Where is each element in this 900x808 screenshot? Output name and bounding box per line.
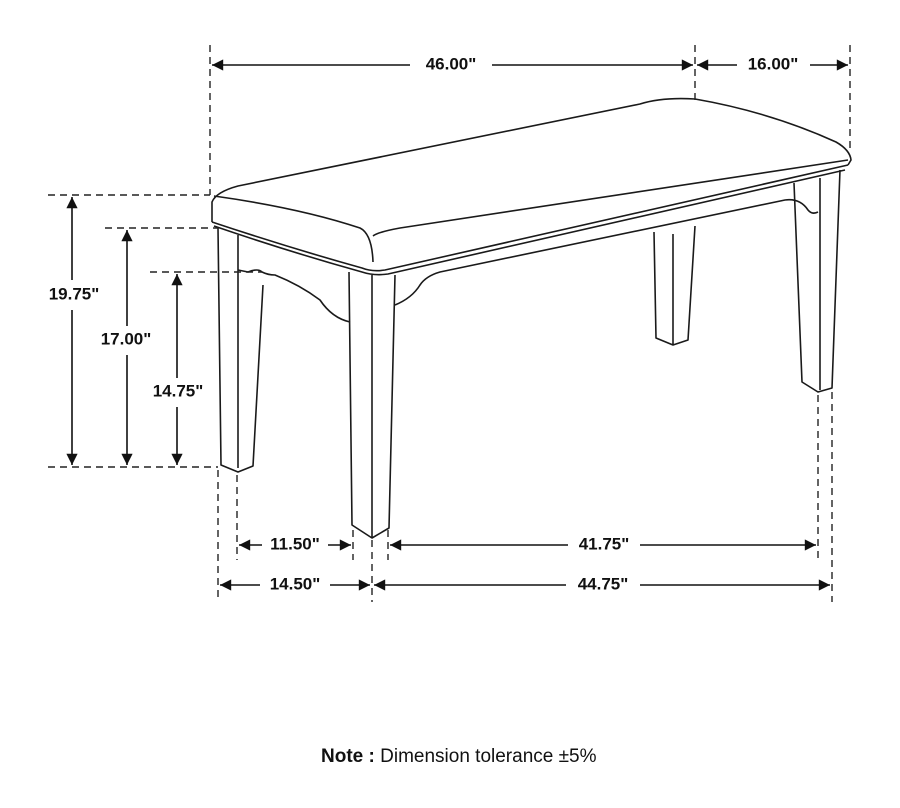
bench-drawing	[211, 97, 852, 539]
dim-apron-clearance: 14.75"	[153, 381, 204, 400]
leg-left-end	[217, 227, 264, 473]
note-label: Note	[321, 746, 363, 767]
dim-overall-height: 19.75"	[49, 284, 100, 303]
dim-front-inner-span: 41.75"	[579, 534, 630, 553]
dim-apron-top-height: 17.00"	[101, 329, 152, 348]
leg-right-end	[793, 169, 841, 393]
dim-side-inner-span: 11.50"	[270, 534, 320, 553]
dim-side-outer-span: 14.50"	[270, 574, 321, 593]
tolerance-note: Note : Dimension tolerance ±5%	[321, 746, 597, 767]
dim-overall-width: 46.00"	[426, 54, 477, 73]
dim-depth: 16.00"	[748, 54, 799, 73]
dim-front-outer-span: 44.75"	[578, 574, 629, 593]
side-apron	[237, 269, 351, 323]
front-apron	[394, 198, 819, 306]
dimension-lines: 46.00" 16.00" 19.75" 17.00" 14.75" 11.50…	[49, 54, 849, 593]
leg-front-corner	[348, 271, 396, 539]
seat-front-edge	[213, 159, 849, 263]
note-separator: :	[363, 746, 375, 767]
note-text: Dimension tolerance ±5%	[375, 746, 597, 767]
seat-bottom-edge	[211, 164, 849, 276]
extension-lines	[48, 45, 851, 602]
leg-back-right	[653, 225, 696, 346]
seat-top	[211, 97, 852, 222]
